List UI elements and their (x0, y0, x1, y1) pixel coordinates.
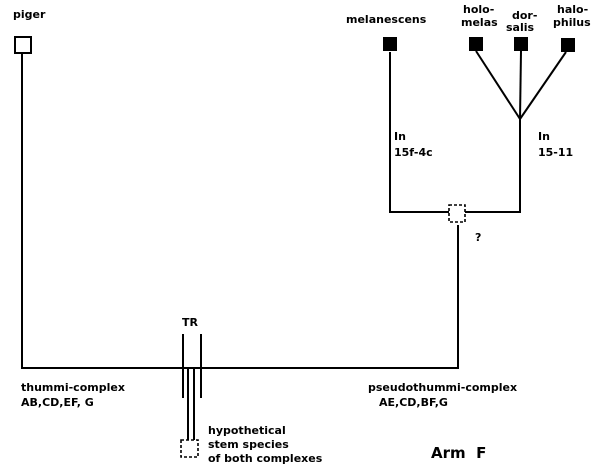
uncertain-node-question: ? (475, 231, 481, 244)
label-holomelas-1: holo- (463, 3, 494, 16)
fan-halophilus (519, 51, 567, 120)
label-piger: piger (13, 8, 46, 21)
piger-node-open-box (14, 36, 32, 54)
inversion-right-label-1: In (538, 130, 550, 143)
label-halophilus-1: halo- (557, 3, 588, 16)
thummi-complex-arms: AB,CD,EF, G (21, 396, 94, 409)
inversion-left-label-1: In (394, 130, 406, 143)
pseudothummi-ancestor-dashed-box (448, 204, 466, 223)
stem-caption-line-3: of both complexes (208, 452, 323, 465)
holomelas-node-filled-box (469, 37, 483, 51)
pseudothummi-complex-name: pseudothummi-complex (368, 381, 517, 394)
inversion-right-label-2: 15-11 (538, 146, 573, 159)
halophilus-node-filled-box (561, 38, 575, 52)
dorsalis-node-filled-box (514, 37, 528, 51)
label-melanescens: melanescens (346, 13, 427, 26)
arm-label: Arm F (431, 444, 486, 462)
stem-species-dashed-box (180, 439, 199, 458)
translocation-label: TR (182, 316, 199, 329)
label-dorsalis-1: dor- (512, 9, 537, 22)
pseudothummi-complex-arms: AE,CD,BF,G (379, 396, 448, 409)
fan-dorsalis (519, 50, 522, 120)
melanescens-node-filled-box (383, 37, 397, 51)
thummi-complex-name: thummi-complex (21, 381, 125, 394)
label-halophilus-2: philus (553, 16, 591, 29)
inversion-left-label-2: 15f-4c (394, 146, 433, 159)
fan-holomelas (475, 50, 521, 120)
stem-caption-line-2: stem species (208, 438, 289, 451)
label-holomelas-2: melas (461, 16, 498, 29)
stem-caption-line-1: hypothetical (208, 424, 286, 437)
label-dorsalis-2: salis (506, 21, 535, 34)
